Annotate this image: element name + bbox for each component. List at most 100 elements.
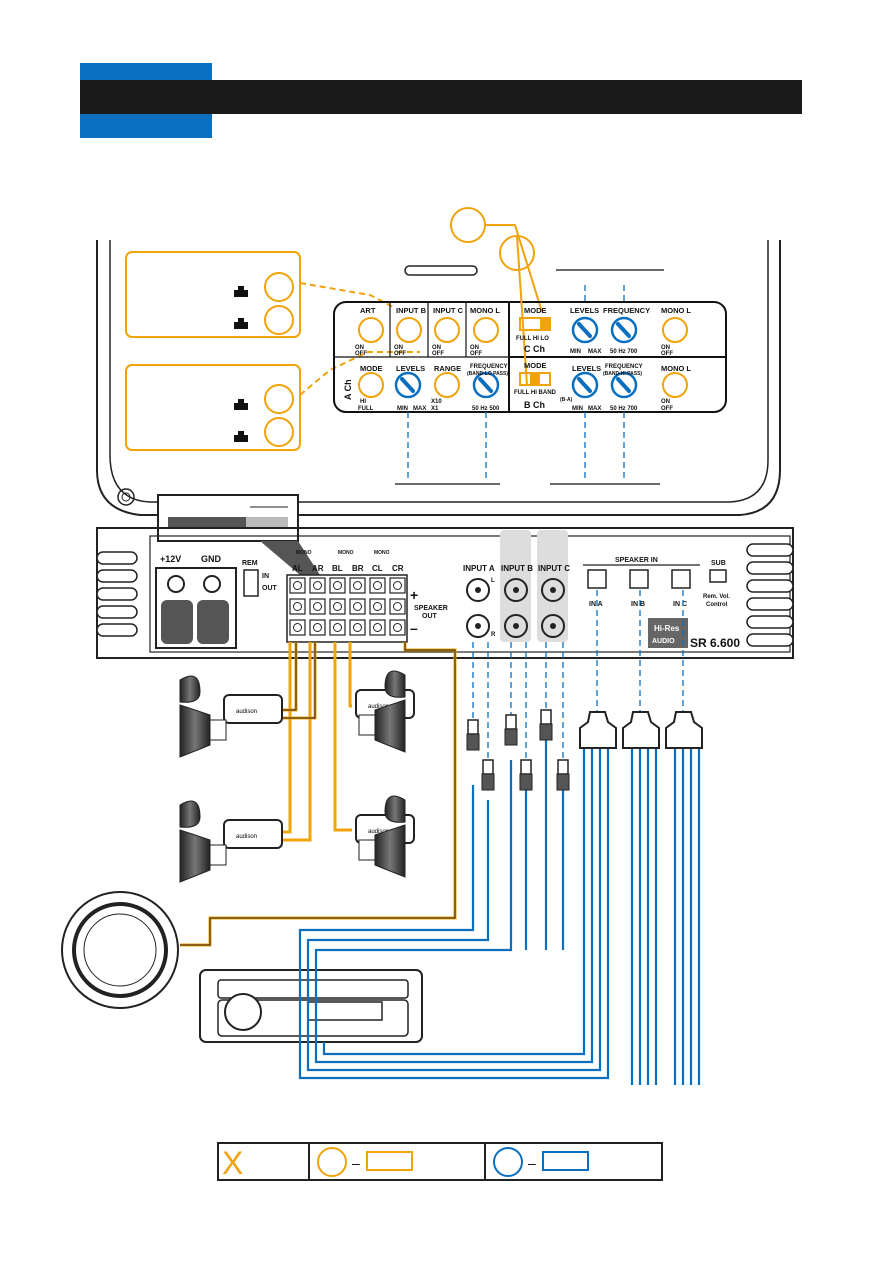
input-c-label: INPUT C bbox=[538, 564, 570, 573]
woofer bbox=[374, 824, 406, 878]
frequency-c-range: 50 Hz 700 bbox=[610, 349, 638, 355]
input-b-off: OFF bbox=[394, 351, 406, 357]
channel-label-ar: AR bbox=[312, 564, 324, 573]
input-b-label: INPUT B bbox=[501, 564, 533, 573]
mode-a-full: FULL bbox=[358, 406, 374, 412]
hires-badge bbox=[648, 618, 688, 648]
terminal-screw bbox=[289, 619, 306, 636]
range-label: RANGE bbox=[434, 364, 461, 373]
mono-l-off-2: OFF bbox=[661, 351, 673, 357]
crossover-brand: audison bbox=[236, 709, 257, 715]
mode-b-options: FULL HI BAND bbox=[514, 390, 557, 396]
speaker-out-terminal bbox=[286, 574, 408, 643]
mono-b-label: MONO bbox=[338, 550, 354, 556]
legend-blue-rect bbox=[542, 1151, 589, 1171]
input-c-on: ON bbox=[432, 345, 441, 351]
channel-label-cr: CR bbox=[392, 564, 404, 573]
levels-c-min: MIN bbox=[570, 349, 581, 355]
terminal-screw bbox=[309, 577, 326, 594]
speaker-out-label-1: SPEAKER bbox=[414, 605, 448, 612]
levels-a-label: LEVELS bbox=[396, 364, 425, 373]
rem-vol-label: Rem. Vol. bbox=[703, 594, 730, 600]
rem-in-label: IN bbox=[262, 573, 269, 580]
mono-a-label: MONO bbox=[296, 550, 312, 556]
art-off: OFF bbox=[355, 351, 367, 357]
rca-plug-body bbox=[481, 773, 495, 791]
sub-label: SUB bbox=[711, 560, 726, 567]
frequency-a-range: 50 Hz 500 bbox=[472, 406, 500, 412]
rca-plug bbox=[505, 714, 517, 730]
terminal-screw bbox=[389, 577, 406, 594]
mono-l-on-1: ON bbox=[470, 345, 479, 351]
terminal-screw bbox=[349, 619, 366, 636]
crossover-1 bbox=[223, 694, 283, 724]
tweeter bbox=[384, 795, 406, 823]
rca-plug-body bbox=[556, 773, 570, 791]
terminal-screw bbox=[349, 598, 366, 615]
levels-a-max: MAX bbox=[413, 406, 426, 412]
tweeter bbox=[384, 670, 406, 698]
range-x1: X1 bbox=[431, 406, 439, 412]
in-b-label: IN B bbox=[631, 601, 645, 608]
mode-c-label: MODE bbox=[524, 306, 547, 315]
input-a-r: R bbox=[491, 632, 496, 638]
crossover-brand: audison bbox=[368, 704, 389, 710]
terminal-screw bbox=[369, 619, 386, 636]
mono-l-off-3: OFF bbox=[661, 406, 673, 412]
crossover-2 bbox=[223, 819, 283, 849]
legend-orange-circle bbox=[317, 1147, 347, 1177]
input-c-switch-label: INPUT C bbox=[433, 306, 464, 315]
frequency-a-label: FREQUENCY bbox=[470, 364, 508, 370]
callout-box-2 bbox=[125, 364, 301, 451]
legend-dash-blue: – bbox=[528, 1155, 536, 1171]
callout-box-1 bbox=[125, 251, 301, 338]
a-ch-label: A Ch bbox=[343, 379, 353, 400]
hires-audio-text: AUDIO bbox=[652, 638, 675, 645]
legend bbox=[217, 1142, 663, 1181]
terminal-screw bbox=[329, 619, 346, 636]
terminal-screw bbox=[369, 577, 386, 594]
power-12v-label: +12V bbox=[160, 554, 181, 564]
levels-c-label: LEVELS bbox=[570, 306, 599, 315]
subwoofer bbox=[61, 891, 179, 1009]
frequency-c-label: FREQUENCY bbox=[603, 306, 650, 315]
rem-label: REM bbox=[242, 560, 258, 567]
terminal-screw bbox=[309, 619, 326, 636]
crossover-brand: audison bbox=[236, 834, 257, 840]
range-x10: X10 bbox=[431, 399, 442, 405]
levels-a-min: MIN bbox=[397, 406, 408, 412]
levels-c-max: MAX bbox=[588, 349, 601, 355]
channel-label-br: BR bbox=[352, 564, 364, 573]
mono-c-label: MONO bbox=[374, 550, 390, 556]
model-label: SR 6.600 bbox=[690, 636, 740, 650]
tweeter bbox=[179, 675, 201, 703]
rca-plug bbox=[520, 759, 532, 775]
legend-x-mark: X bbox=[222, 1145, 243, 1181]
art-on: ON bbox=[355, 345, 364, 351]
in-a-label: IN A bbox=[589, 601, 603, 608]
rca-plug-body bbox=[519, 773, 533, 791]
callout-circle-top bbox=[450, 207, 486, 243]
frequency-a-sub: (BAND-LO PASS) bbox=[467, 371, 508, 377]
terminal-screw bbox=[309, 598, 326, 615]
terminal-screw bbox=[389, 598, 406, 615]
mono-l-off-1: OFF bbox=[470, 351, 482, 357]
channel-label-al: AL bbox=[292, 564, 303, 573]
crossover-brand: audison bbox=[368, 829, 389, 835]
legend-orange-rect bbox=[366, 1151, 413, 1171]
b-ch-label: B Ch bbox=[524, 400, 545, 410]
woofer bbox=[374, 699, 406, 753]
rca-plug-body bbox=[539, 723, 553, 741]
mono-l-label-3: MONO L bbox=[661, 364, 691, 373]
levels-b-label: LEVELS bbox=[572, 364, 601, 373]
rca-plug bbox=[557, 759, 569, 775]
speaker-in-title: SPEAKER IN bbox=[615, 557, 658, 564]
tweeter bbox=[179, 800, 201, 828]
mode-c-options: FULL HI LO bbox=[516, 336, 549, 342]
rca-plug-body bbox=[504, 728, 518, 746]
frequency-b-sub: (BAND-HI PASS) bbox=[603, 371, 642, 377]
input-b-switch-label: INPUT B bbox=[396, 306, 427, 315]
rca-plug bbox=[482, 759, 494, 775]
input-a-l: L bbox=[491, 578, 495, 584]
